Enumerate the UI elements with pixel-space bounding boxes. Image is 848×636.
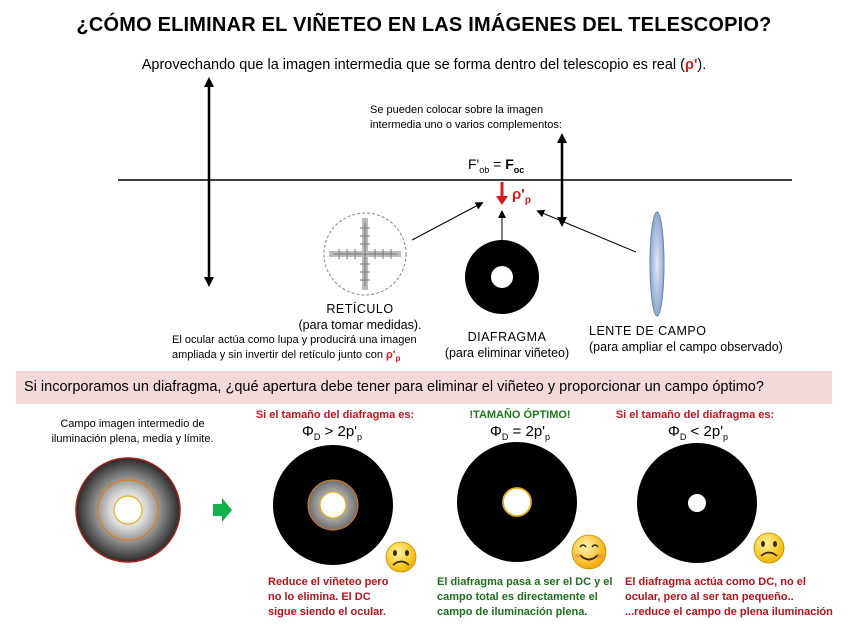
reticle-icon — [323, 212, 407, 296]
case3-formula: ΦD < 2p'p — [667, 423, 729, 442]
focus-label: F'ob = Foc — [468, 156, 525, 175]
page-title: ¿CÓMO ELIMINAR EL VIÑETEO EN LAS IMÁGENE… — [76, 14, 772, 36]
intro-rho: ρ' — [685, 57, 698, 73]
happy-face-icon — [571, 534, 607, 570]
reticulo-label: RETÍCULO (para tomar medidas). — [298, 302, 422, 332]
field-illumination-icon — [75, 457, 181, 563]
image-label: ρ'p — [512, 186, 531, 206]
diaphragm-icon — [465, 240, 539, 314]
case2-caption: El diafragma pasa a ser el DC y el campo… — [437, 576, 613, 618]
case1-formula: ΦD > 2p'p — [301, 423, 363, 442]
question-band: Si incorporamos un diafragma, ¿qué apert… — [16, 371, 832, 404]
field-lens-pointer — [536, 209, 637, 253]
case1-caption: Reduce el viñeteo pero no lo elimina. El… — [268, 576, 389, 618]
intro-end: ). — [697, 57, 707, 73]
intro-main: Aprovechando que la imagen intermedia qu… — [141, 57, 685, 73]
reticle-pointer — [411, 202, 484, 241]
sad-face-icon — [753, 532, 785, 564]
case3-heading: Si el tamaño del diafragma es: — [615, 409, 775, 421]
question-text: Si incorporamos un diafragma, ¿qué apert… — [24, 379, 764, 395]
diafragma-label: DIAFRAGMA (para eliminar viñeteo) — [444, 330, 570, 360]
field-lens-icon — [649, 211, 665, 317]
reticulo-note: El ocular actúa como lupa y producirá un… — [172, 334, 417, 364]
case1-heading: Si el tamaño del diafragma es: — [255, 409, 415, 421]
green-arrow-icon — [213, 498, 232, 522]
field-caption: Campo imagen intermedio de iluminación p… — [51, 418, 214, 445]
case3-caption: El diafragma actúa como DC, no el ocular… — [625, 576, 833, 618]
diaphragm-large-icon — [273, 445, 393, 565]
intro-text: Aprovechando que la imagen intermedia qu… — [0, 57, 848, 73]
case2-formula: ΦD = 2p'p — [489, 423, 551, 442]
diaphragm-small-icon — [637, 443, 757, 563]
lente-campo-label: LENTE DE CAMPO (para ampliar el campo ob… — [589, 324, 783, 354]
diaphragm-optimal-icon — [457, 442, 577, 562]
case2-heading: !TAMAÑO ÓPTIMO! — [469, 409, 571, 421]
complementos-note: Se pueden colocar sobre la imagen interm… — [370, 104, 562, 131]
image-arrow-head — [496, 196, 508, 205]
sad-face-icon — [385, 541, 417, 573]
